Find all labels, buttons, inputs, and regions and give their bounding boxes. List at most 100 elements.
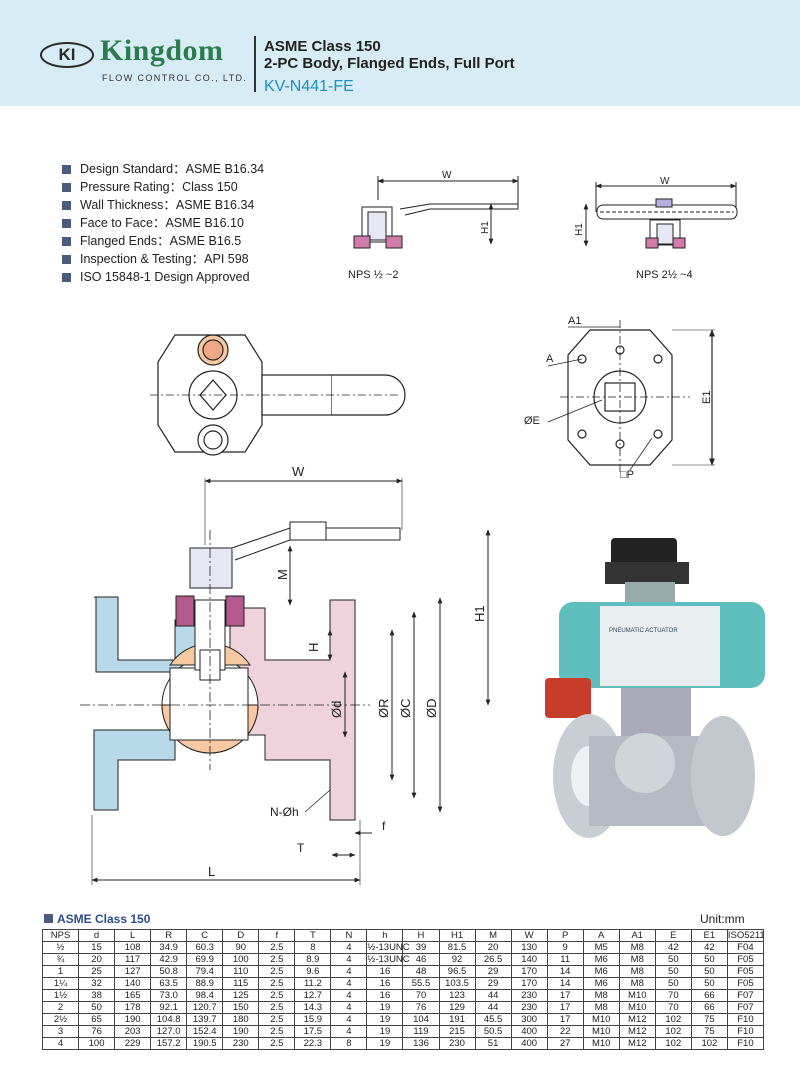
table-cell: 230 (222, 1037, 260, 1050)
table-cell: 4 (330, 977, 368, 990)
table-cell: 157.2 (150, 1037, 188, 1050)
table-cell: 70 (654, 1001, 692, 1014)
table-cell: 230 (438, 1037, 476, 1050)
table-cell: 16 (366, 965, 404, 978)
table-cell: M5 (582, 941, 620, 954)
small1-w-label: W (442, 170, 452, 181)
table-cell: 19 (366, 1025, 404, 1038)
table-header-cell: C (186, 929, 224, 942)
table-cell: F07 (726, 989, 765, 1002)
flange-e1-label: E1 (701, 391, 713, 404)
table-cell: 65 (78, 1013, 116, 1026)
spec-item: Inspection & Testing：API 598 (62, 250, 264, 268)
table-cell: F05 (726, 953, 765, 966)
table-cell: F07 (726, 1001, 765, 1014)
table-cell: F10 (726, 1025, 765, 1038)
table-cell: 73.0 (150, 989, 188, 1002)
table-cell: 14 (546, 965, 584, 978)
table-header-cell: M (474, 929, 512, 942)
table-cell: 25 (78, 965, 116, 978)
table-cell: 140 (510, 953, 548, 966)
section-h-label: H (306, 643, 321, 652)
bullet-icon (62, 183, 71, 192)
table-cell: M12 (618, 1037, 656, 1050)
table-cell: 19 (366, 1001, 404, 1014)
table-cell: 76 (78, 1025, 116, 1038)
table-cell: 4 (330, 941, 368, 954)
flange-e-label: ØE (524, 415, 540, 427)
table-cell: 130 (510, 941, 548, 954)
table-cell: 190.5 (186, 1037, 224, 1050)
table-cell: 170 (510, 977, 548, 990)
table-cell: 4 (330, 989, 368, 1002)
table-cell: M6 (582, 965, 620, 978)
table-cell: 38 (78, 989, 116, 1002)
table-cell: 4 (330, 953, 368, 966)
table-cell: 108 (114, 941, 152, 954)
table-title: ASME Class 150 (44, 912, 150, 926)
page-title: ASME Class 150 (264, 38, 381, 55)
table-cell: M10 (582, 1013, 620, 1026)
table-cell: 1½ (41, 989, 80, 1002)
table-cell: 50 (690, 965, 728, 978)
table-header-cell: d (78, 929, 116, 942)
section-h1-label: H1 (472, 605, 487, 622)
table-cell: 44 (474, 989, 512, 1002)
table-header-cell: E (654, 929, 692, 942)
table-cell: M8 (618, 953, 656, 966)
section-view-drawing (80, 478, 491, 885)
table-header-cell: f (258, 929, 296, 942)
bullet-icon (62, 273, 71, 282)
table-cell: 4 (330, 1001, 368, 1014)
table-cell: 102 (654, 1025, 692, 1038)
small1-h1-label: H1 (480, 221, 491, 234)
spec-list: Design Standard：ASME B16.34 Pressure Rat… (62, 160, 264, 286)
spec-item: Wall Thickness：ASME B16.34 (62, 196, 264, 214)
table-cell: 165 (114, 989, 152, 1002)
table-cell: 230 (510, 1001, 548, 1014)
table-cell: 170 (510, 965, 548, 978)
table-unit: Unit:mm (700, 912, 745, 926)
table-cell: 9.6 (294, 965, 332, 978)
table-cell: 76 (402, 1001, 440, 1014)
brand-name: Kingdom (100, 34, 224, 67)
section-r-label: ØR (376, 699, 391, 719)
table-header-cell: L (114, 929, 152, 942)
table-cell: 15 (78, 941, 116, 954)
small1-caption: NPS ½ ~2 (348, 269, 398, 281)
page-subtitle: 2-PC Body, Flanged Ends, Full Port (264, 55, 515, 72)
bullet-icon (62, 201, 71, 210)
spec-item: Face to Face：ASME B16.10 (62, 214, 264, 232)
section-t-label: T (297, 841, 305, 855)
table-header-cell: T (294, 929, 332, 942)
section-w-label: W (292, 464, 305, 479)
table-cell: 102 (690, 1037, 728, 1050)
section-bigd-label: ØD (424, 699, 439, 719)
table-cell: 230 (510, 989, 548, 1002)
table-cell: 17 (546, 1001, 584, 1014)
table-cell: F04 (726, 941, 765, 954)
table-cell: 8.9 (294, 953, 332, 966)
table-header-cell: E1 (690, 929, 728, 942)
flange-a-label: A (546, 353, 554, 365)
table-cell: ½-13UNC (366, 941, 410, 954)
table-cell: 50 (654, 965, 692, 978)
table-cell: 17.5 (294, 1025, 332, 1038)
table-cell: 60.3 (186, 941, 224, 954)
table-cell: M10 (582, 1037, 620, 1050)
table-cell: 81.5 (438, 941, 476, 954)
section-nh-label: N-Øh (270, 805, 299, 819)
table-cell: 136 (402, 1037, 440, 1050)
flange-view-drawing (547, 320, 715, 475)
table-cell: 42.9 (150, 953, 188, 966)
table-cell: 2.5 (258, 1025, 296, 1038)
table-cell: 120.7 (186, 1001, 224, 1014)
table-cell: 70 (654, 989, 692, 1002)
table-cell: 400 (510, 1037, 548, 1050)
table-cell: 88.9 (186, 977, 224, 990)
table-cell: 92.1 (150, 1001, 188, 1014)
